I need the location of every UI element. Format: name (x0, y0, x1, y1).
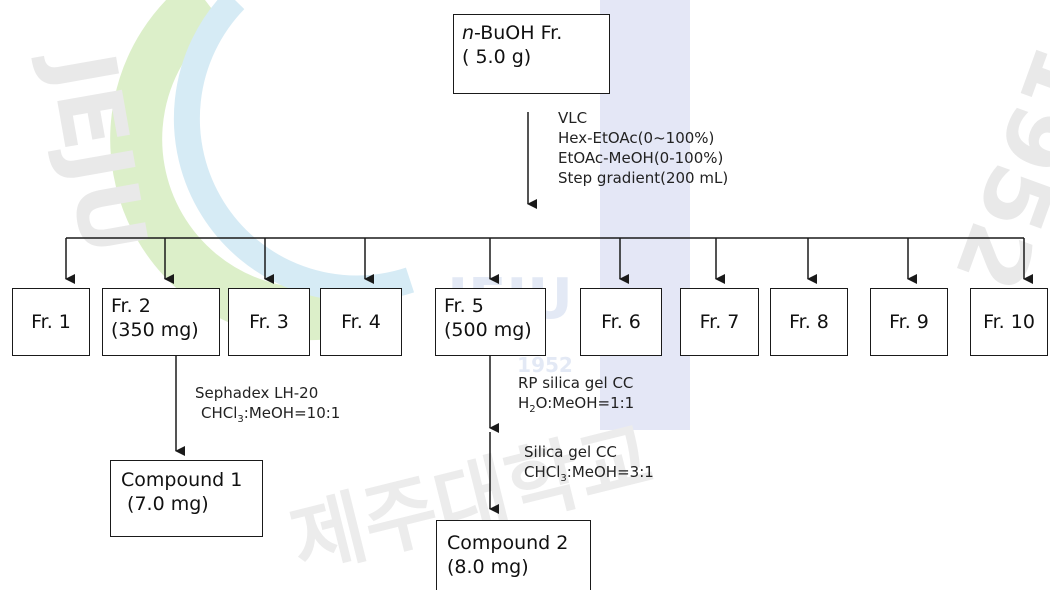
fraction-box-6: Fr. 6 (580, 288, 662, 356)
fraction-amount: (500 mg) (444, 319, 532, 341)
start-amount: ( 5.0 g) (462, 46, 532, 68)
sephadex-line-1: Sephadex LH-20 (195, 384, 319, 402)
start-label: -BuOH Fr. (474, 22, 563, 44)
sephadex-solvent-sub: 3 (237, 414, 244, 425)
silica-solvent-b: :MeOH=3:1 (566, 463, 654, 481)
fraction-label: Fr. 8 (789, 311, 829, 333)
fraction-label: Fr. 6 (601, 311, 641, 333)
rp-solvent-b: O:MeOH=1:1 (535, 394, 635, 412)
compound-2-label: Compound 2 (447, 532, 569, 554)
vlc-line-4: Step gradient(200 mL) (558, 169, 729, 187)
rp-line-1: RP silica gel CC (518, 374, 634, 392)
fraction-label: Fr. 2 (111, 295, 151, 317)
vlc-conditions: VLC Hex-EtOAc(0~100%) EtOAc-MeOH(0-100%)… (558, 108, 728, 188)
vlc-line-3: EtOAc-MeOH(0-100%) (558, 149, 724, 167)
fraction-box-5: Fr. 5 (500 mg) (435, 288, 546, 356)
vlc-line-2: Hex-EtOAc(0~100%) (558, 129, 715, 147)
rp-silica-conditions: RP silica gel CC H2O:MeOH=1:1 (518, 373, 635, 415)
fraction-box-2: Fr. 2 (350 mg) (102, 288, 220, 356)
fraction-box-4: Fr. 4 (320, 288, 402, 356)
fraction-label: Fr. 4 (341, 311, 381, 333)
fraction-box-7: Fr. 7 (680, 288, 759, 356)
silica-line-1: Silica gel CC (524, 443, 617, 461)
rp-solvent-a: H (518, 394, 530, 412)
sephadex-conditions: Sephadex LH-20 CHCl3:MeOH=10:1 (195, 383, 341, 425)
blue-arc (173, 0, 415, 302)
compound-1-amount: (7.0 mg) (121, 493, 209, 515)
compound-1-label: Compound 1 (121, 469, 243, 491)
blue-bar (600, 0, 690, 430)
silica-solvent-sub: 3 (560, 473, 567, 484)
fraction-box-3: Fr. 3 (228, 288, 310, 356)
fraction-label: Fr. 1 (31, 311, 71, 333)
fraction-label: Fr. 10 (983, 311, 1035, 333)
sephadex-solvent-a: CHCl (201, 404, 238, 422)
fraction-label: Fr. 5 (444, 295, 484, 317)
fraction-label: Fr. 9 (889, 311, 929, 333)
sephadex-solvent-b: :MeOH=10:1 (243, 404, 341, 422)
compound-1-box: Compound 1 (7.0 mg) (110, 460, 263, 537)
fraction-label: Fr. 7 (699, 311, 740, 333)
start-extract-box: n-BuOH Fr. ( 5.0 g) (453, 14, 610, 94)
fraction-box-9: Fr. 9 (870, 288, 948, 356)
compound-2-box: Compound 2 (8.0 mg) (436, 520, 591, 590)
fraction-box-10: Fr. 10 (970, 288, 1048, 356)
fraction-amount: (350 mg) (111, 319, 199, 341)
silica-conditions: Silica gel CC CHCl3:MeOH=3:1 (524, 442, 654, 484)
compound-2-amount: (8.0 mg) (447, 556, 529, 578)
silica-solvent-a: CHCl (524, 463, 561, 481)
rp-solvent-sub: 2 (529, 404, 536, 415)
fraction-label: Fr. 3 (249, 311, 289, 333)
fraction-box-8: Fr. 8 (770, 288, 848, 356)
vlc-line-1: VLC (558, 109, 588, 127)
seal-year-text: 1952 (517, 353, 573, 377)
start-prefix: n (462, 22, 475, 44)
fraction-box-1: Fr. 1 (12, 288, 90, 356)
